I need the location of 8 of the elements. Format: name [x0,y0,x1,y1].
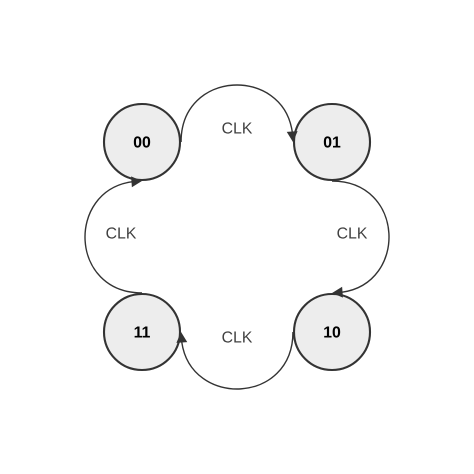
arrow [84,176,142,294]
edge-label: CLK [337,227,368,239]
edge-label: CLK [106,227,136,239]
arrow [176,332,294,390]
arrow [332,180,390,298]
arrow [180,84,298,142]
edge-label: CLK [222,122,252,134]
edge-label: CLK [222,331,252,343]
